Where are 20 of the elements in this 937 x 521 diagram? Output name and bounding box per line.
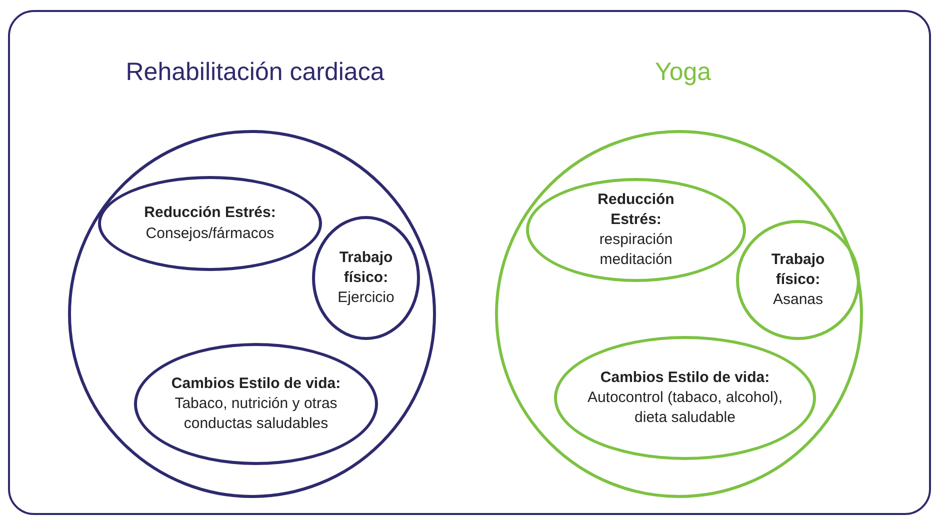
- node-text: Autocontrol (tabaco, alcohol), dieta saludable: [586, 388, 784, 428]
- node-text: respiración meditación: [598, 230, 674, 270]
- node-heading: Cambios Estilo de vida:: [171, 374, 341, 394]
- group-title: Rehabilitación cardiaca: [124, 58, 386, 87]
- node-heading: Cambios Estilo de vida:: [600, 368, 770, 388]
- node-text: Ejercicio: [338, 288, 394, 308]
- node-text: Consejos/fármacos: [146, 224, 274, 244]
- node-heading: Reducción Estrés:: [596, 190, 676, 230]
- node-heading: Trabajo físico:: [338, 248, 394, 288]
- group-title: Yoga: [654, 58, 712, 87]
- ellipse-node: [526, 178, 746, 282]
- node-heading: Trabajo físico:: [770, 250, 826, 290]
- node-heading: Reducción Estrés:: [144, 203, 276, 224]
- ellipse-node: [134, 343, 378, 465]
- ellipse-node: [554, 336, 816, 460]
- ellipse-node: [736, 220, 860, 340]
- node-text: Asanas: [772, 290, 824, 310]
- ellipse-node: [98, 176, 322, 271]
- ellipse-node: [312, 216, 420, 340]
- node-text: Tabaco, nutrición y otras conductas saludables: [174, 394, 338, 434]
